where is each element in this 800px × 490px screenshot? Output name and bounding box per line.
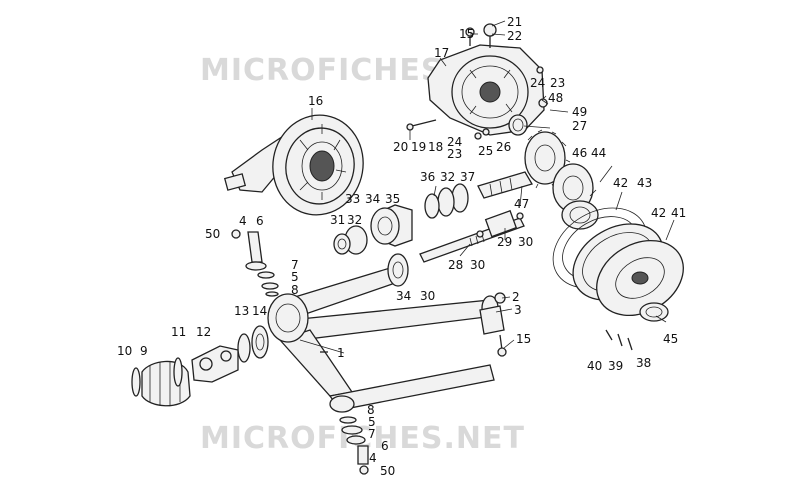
label-43: 43 — [637, 176, 652, 190]
label-19: 19 — [411, 140, 426, 154]
label-15-bottom: 15 — [516, 332, 531, 346]
rear-flange-assembly — [552, 163, 684, 351]
label-28: 28 — [448, 258, 463, 272]
label-8-top: 8 — [291, 283, 299, 297]
label-27: 27 — [572, 119, 587, 133]
label-33: 33 — [345, 192, 360, 206]
gear-housing-part-16 — [223, 114, 364, 216]
label-30-c: 30 — [420, 289, 435, 303]
swing-arm-part-1 — [267, 253, 499, 413]
pinion-shaft — [424, 171, 533, 219]
label-23-left: 23 — [447, 147, 462, 161]
label-42-top: 42 — [613, 176, 628, 190]
label-1: 1 — [337, 346, 345, 360]
label-14: 14 — [252, 304, 267, 318]
upper-pivot-stack — [231, 229, 279, 297]
label-42-right: 42 — [651, 206, 666, 220]
label-17: 17 — [434, 46, 449, 60]
label-6-top: 6 — [256, 214, 264, 228]
label-5-top: 5 — [291, 270, 299, 284]
label-32-left: 32 — [347, 213, 362, 227]
label-24-left: 24 — [447, 135, 462, 149]
gear-housing-part-17 — [427, 23, 545, 136]
label-21: 21 — [507, 15, 522, 29]
label-45: 45 — [663, 332, 678, 346]
label-30-a: 30 — [518, 235, 533, 249]
label-29: 29 — [497, 235, 512, 249]
label-6-bottom: 6 — [381, 439, 389, 453]
label-34-bottom: 34 — [396, 289, 411, 303]
label-2: 2 — [512, 290, 520, 304]
label-11: 11 — [171, 325, 186, 339]
lower-pivot-stack — [339, 416, 369, 475]
label-47: 47 — [514, 197, 529, 211]
label-46: 46 — [572, 146, 587, 160]
leader-lines — [299, 20, 675, 354]
label-30-b: 30 — [470, 258, 485, 272]
label-10: 10 — [117, 344, 132, 358]
label-12: 12 — [196, 325, 211, 339]
label-20: 20 — [393, 140, 408, 154]
label-50-bottom: 50 — [380, 464, 395, 478]
label-40: 40 — [587, 359, 602, 373]
label-34-top: 34 — [365, 192, 380, 206]
label-31: 31 — [330, 213, 345, 227]
label-36: 36 — [420, 170, 435, 184]
hardware-parts-18-27 — [406, 66, 548, 140]
label-38: 38 — [636, 356, 651, 370]
label-35: 35 — [385, 192, 400, 206]
label-9: 9 — [140, 344, 148, 358]
label-4-bottom: 4 — [369, 451, 377, 465]
bearing-housing — [333, 204, 413, 255]
label-49: 49 — [572, 105, 587, 119]
label-44: 44 — [591, 146, 606, 160]
label-26: 26 — [496, 140, 511, 154]
label-15-top: 15 — [459, 27, 474, 41]
label-4-top: 4 — [239, 214, 247, 228]
label-7-top: 7 — [291, 258, 299, 272]
fork-end-hardware — [479, 292, 507, 357]
label-3: 3 — [514, 303, 522, 317]
label-16: 16 — [308, 94, 323, 108]
label-23-right: 23 — [550, 76, 565, 90]
label-25: 25 — [478, 144, 493, 158]
label-50-top: 50 — [205, 227, 220, 241]
label-41: 41 — [671, 206, 686, 220]
universal-joint-assembly — [131, 325, 269, 407]
label-7-bottom: 7 — [368, 427, 376, 441]
label-24-right: 24 — [530, 76, 545, 90]
label-13: 13 — [234, 304, 249, 318]
label-39: 39 — [608, 359, 623, 373]
label-32-right: 32 — [440, 170, 455, 184]
label-8-bottom: 8 — [367, 403, 375, 417]
label-22: 22 — [507, 29, 522, 43]
drive-shaft — [419, 209, 525, 263]
label-18: 18 — [428, 140, 443, 154]
label-48: 48 — [548, 91, 563, 105]
part-labels: 1 2 3 4 4 5 5 6 6 7 7 8 8 9 10 11 12 13 … — [117, 15, 686, 478]
label-37: 37 — [460, 170, 475, 184]
label-5-bottom: 5 — [368, 415, 376, 429]
